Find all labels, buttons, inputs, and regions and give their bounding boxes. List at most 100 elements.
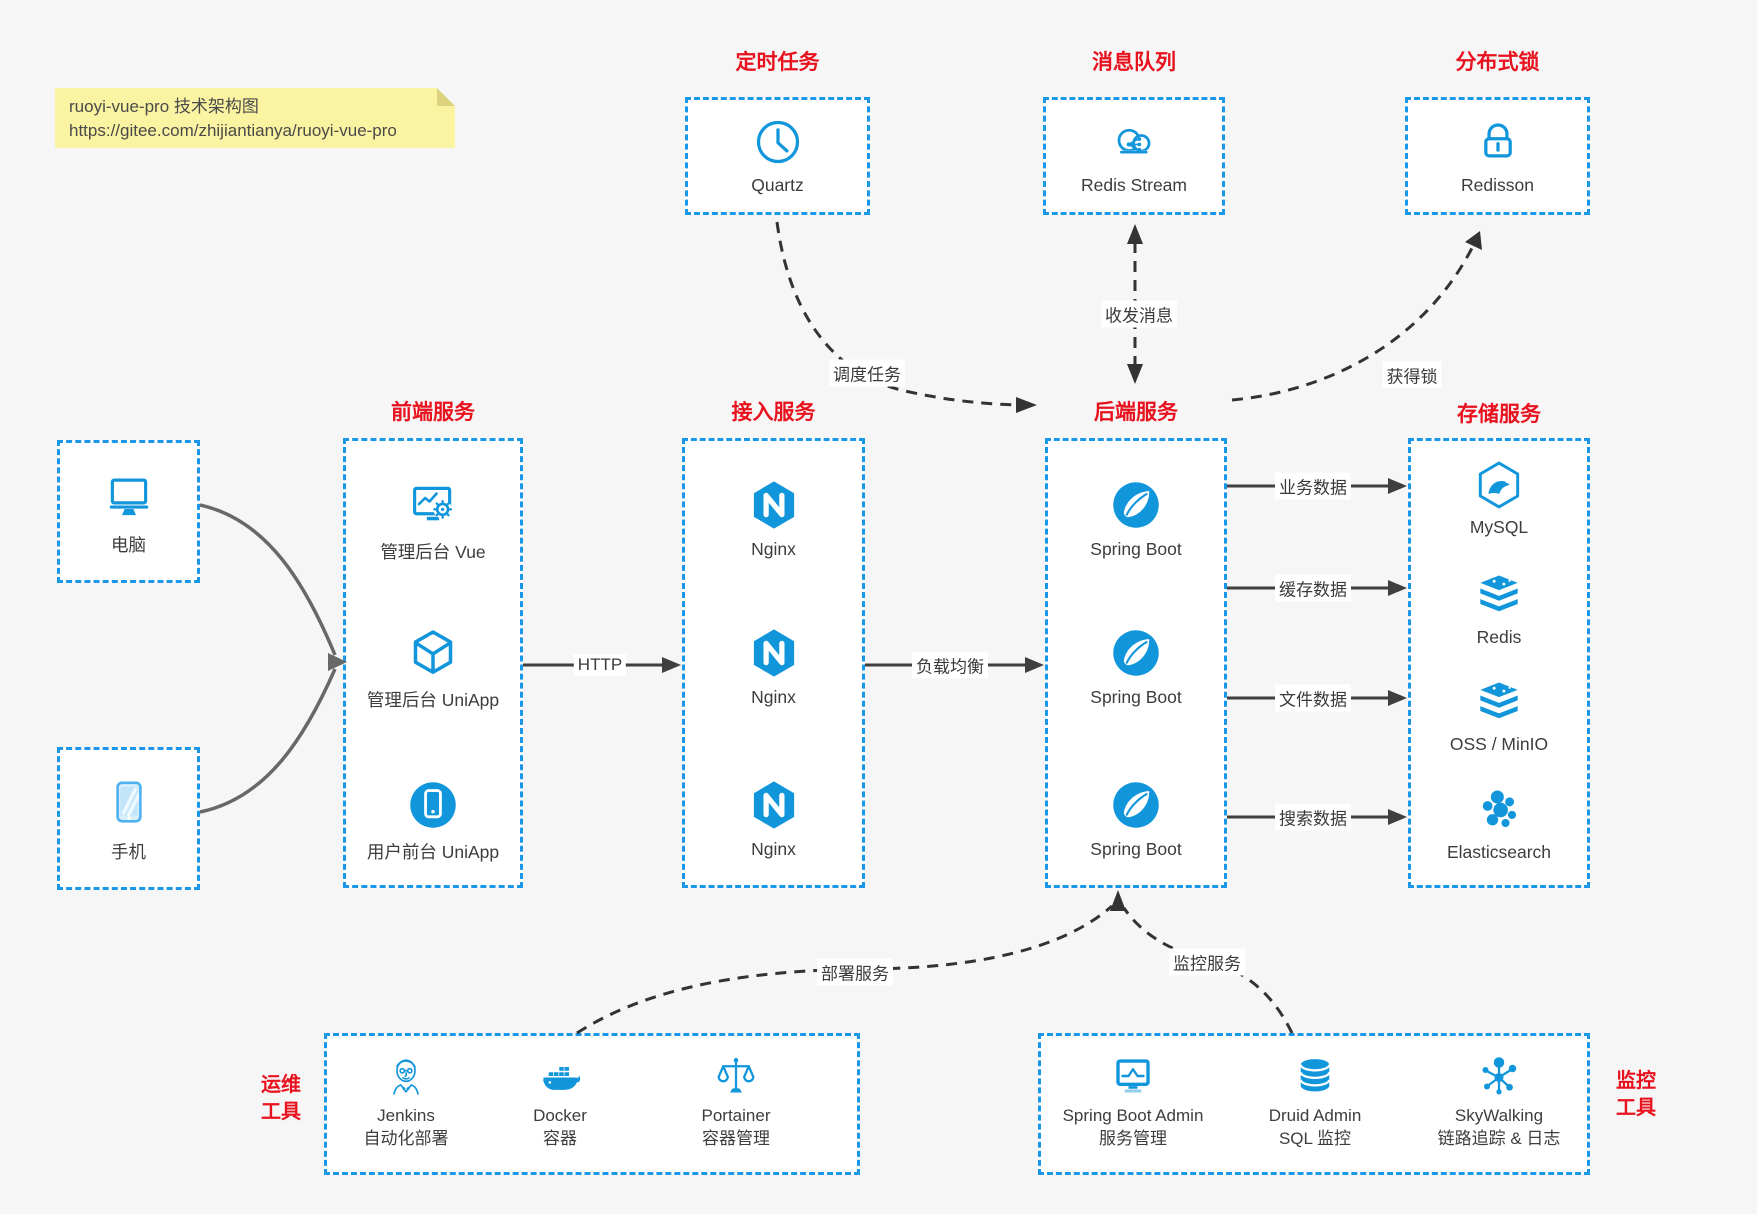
node-admin-vue: 管理后台 Vue bbox=[346, 477, 520, 564]
backend-column: Spring Boot Spring Boot Spring Boot bbox=[1045, 438, 1227, 888]
spring-boot-admin-icon bbox=[1109, 1052, 1157, 1100]
node-label: Jenkins 自动化部署 bbox=[363, 1106, 449, 1148]
mobile-app-icon bbox=[405, 777, 461, 833]
side-label-monitor-tools: 监控 工具 bbox=[1604, 1068, 1668, 1122]
node-nginx-1: Nginx bbox=[685, 477, 862, 560]
elasticsearch-icon bbox=[1473, 784, 1525, 836]
column-title-backend: 后端服务 bbox=[1094, 401, 1178, 424]
node-portainer: Portainer 容器管理 bbox=[641, 1052, 831, 1150]
node-label: Nginx bbox=[751, 687, 796, 707]
edge-label-monitor-service: 监控服务 bbox=[1169, 948, 1245, 976]
cloud-mq-icon bbox=[1108, 116, 1160, 168]
mysql-icon bbox=[1473, 459, 1525, 511]
client-merge-curves bbox=[199, 503, 337, 814]
node-elasticsearch: Elasticsearch bbox=[1411, 784, 1587, 863]
node-label: OSS / MinIO bbox=[1449, 734, 1549, 754]
portainer-icon bbox=[712, 1052, 760, 1100]
group-title-message-queue: 消息队列 bbox=[1092, 51, 1176, 74]
admin-vue-icon bbox=[405, 477, 461, 533]
node-springboot-1: Spring Boot bbox=[1048, 477, 1224, 560]
group-title-scheduled-tasks: 定时任务 bbox=[735, 51, 820, 74]
quartz-node: Quartz bbox=[685, 97, 870, 215]
edge-label-schedule-task: 调度任务 bbox=[829, 359, 905, 387]
ops-tools-box: Jenkins 自动化部署 Docker 容器 Portainer 容器管理 bbox=[324, 1033, 860, 1175]
side-label-ops-tools: 运维 工具 bbox=[249, 1072, 313, 1126]
edge-label-send-receive-msg: 收发消息 bbox=[1101, 300, 1177, 328]
frontend-column: 管理后台 Vue 管理后台 UniApp 用户前台 UniApp bbox=[343, 438, 523, 888]
node-docker: Docker 容器 bbox=[465, 1052, 655, 1150]
node-nginx-3: Nginx bbox=[685, 777, 862, 860]
jenkins-icon bbox=[382, 1052, 430, 1100]
monitor-tools-box: Spring Boot Admin 服务管理 Druid Admin SQL 监… bbox=[1038, 1033, 1590, 1175]
skywalking-icon bbox=[1475, 1052, 1523, 1100]
node-springboot-2: Spring Boot bbox=[1048, 625, 1224, 708]
note-fold bbox=[437, 88, 455, 106]
node-label: Redis bbox=[1476, 627, 1522, 647]
object-storage-icon bbox=[1473, 676, 1525, 728]
redis-icon bbox=[1473, 569, 1525, 621]
spring-icon bbox=[1108, 625, 1164, 681]
node-label: Portainer 容器管理 bbox=[701, 1106, 771, 1148]
node-label: Elasticsearch bbox=[1446, 842, 1552, 862]
note-url: https://gitee.com/zhijiantianya/ruoyi-vu… bbox=[69, 121, 397, 140]
node-label: 电脑 bbox=[111, 534, 146, 555]
node-label: Redis Stream bbox=[1080, 175, 1187, 195]
access-column: Nginx Nginx Nginx bbox=[682, 438, 865, 888]
node-label: Redisson bbox=[1461, 175, 1534, 195]
docker-icon bbox=[536, 1052, 584, 1100]
spring-icon bbox=[1108, 777, 1164, 833]
node-label: 用户前台 UniApp bbox=[366, 842, 500, 862]
node-label: Spring Boot Admin 服务管理 bbox=[1062, 1106, 1204, 1148]
spring-icon bbox=[1108, 477, 1164, 533]
druid-database-icon bbox=[1291, 1052, 1339, 1100]
node-label: Docker 容器 bbox=[533, 1106, 587, 1148]
node-jenkins: Jenkins 自动化部署 bbox=[311, 1052, 501, 1150]
client-phone-node: 手机 bbox=[57, 747, 200, 890]
node-label: Druid Admin SQL 监控 bbox=[1268, 1106, 1362, 1148]
side-label-line: 工具 bbox=[1616, 1097, 1656, 1119]
nginx-icon bbox=[746, 477, 802, 533]
node-admin-uniapp: 管理后台 UniApp bbox=[346, 625, 520, 712]
lock-icon bbox=[1472, 116, 1524, 168]
edge-label-cache-data: 缓存数据 bbox=[1275, 574, 1351, 602]
node-label: MySQL bbox=[1469, 517, 1529, 537]
node-label: Nginx bbox=[751, 839, 796, 859]
edge-label-acquire-lock: 获得锁 bbox=[1382, 361, 1442, 389]
note-title: ruoyi-vue-pro 技术架构图 bbox=[69, 97, 259, 116]
node-label: Spring Boot bbox=[1090, 687, 1182, 707]
nginx-icon bbox=[746, 625, 802, 681]
smartphone-icon bbox=[101, 774, 157, 830]
edge-label-load-balance: 负载均衡 bbox=[912, 651, 988, 679]
side-label-line: 工具 bbox=[261, 1101, 301, 1123]
sticky-note: ruoyi-vue-pro 技术架构图 https://gitee.com/zh… bbox=[55, 88, 455, 148]
node-label: Nginx bbox=[751, 539, 796, 559]
node-user-uniapp: 用户前台 UniApp bbox=[346, 777, 520, 864]
node-mysql: MySQL bbox=[1411, 459, 1587, 538]
side-label-line: 监控 bbox=[1616, 1070, 1656, 1092]
edge-label-business-data: 业务数据 bbox=[1275, 472, 1351, 500]
node-label: 管理后台 UniApp bbox=[366, 690, 500, 710]
node-spring-boot-admin: Spring Boot Admin 服务管理 bbox=[1038, 1052, 1228, 1150]
group-title-distributed-lock: 分布式锁 bbox=[1455, 51, 1540, 74]
column-title-frontend: 前端服务 bbox=[391, 401, 475, 424]
column-title-access: 接入服务 bbox=[731, 401, 816, 424]
side-label-line: 运维 bbox=[261, 1074, 301, 1096]
node-skywalking: SkyWalking 链路追踪 & 日志 bbox=[1404, 1052, 1594, 1150]
edge-label-file-data: 文件数据 bbox=[1275, 684, 1351, 712]
column-title-storage: 存储服务 bbox=[1457, 403, 1541, 426]
edge-label-http: HTTP bbox=[573, 654, 627, 676]
uniapp-cube-icon bbox=[405, 625, 461, 681]
node-oss-minio: OSS / MinIO bbox=[1411, 676, 1587, 755]
desktop-icon bbox=[101, 467, 157, 523]
node-label: Quartz bbox=[751, 175, 804, 195]
node-label: Spring Boot bbox=[1090, 839, 1182, 859]
node-druid-admin: Druid Admin SQL 监控 bbox=[1220, 1052, 1410, 1150]
node-label: Spring Boot bbox=[1090, 539, 1182, 559]
node-label: 手机 bbox=[111, 841, 146, 862]
edge-label-deploy-service: 部署服务 bbox=[817, 958, 893, 986]
node-label: 管理后台 Vue bbox=[380, 542, 486, 562]
nginx-icon bbox=[746, 777, 802, 833]
data-arrows bbox=[1227, 484, 1390, 819]
clock-icon bbox=[752, 116, 804, 168]
